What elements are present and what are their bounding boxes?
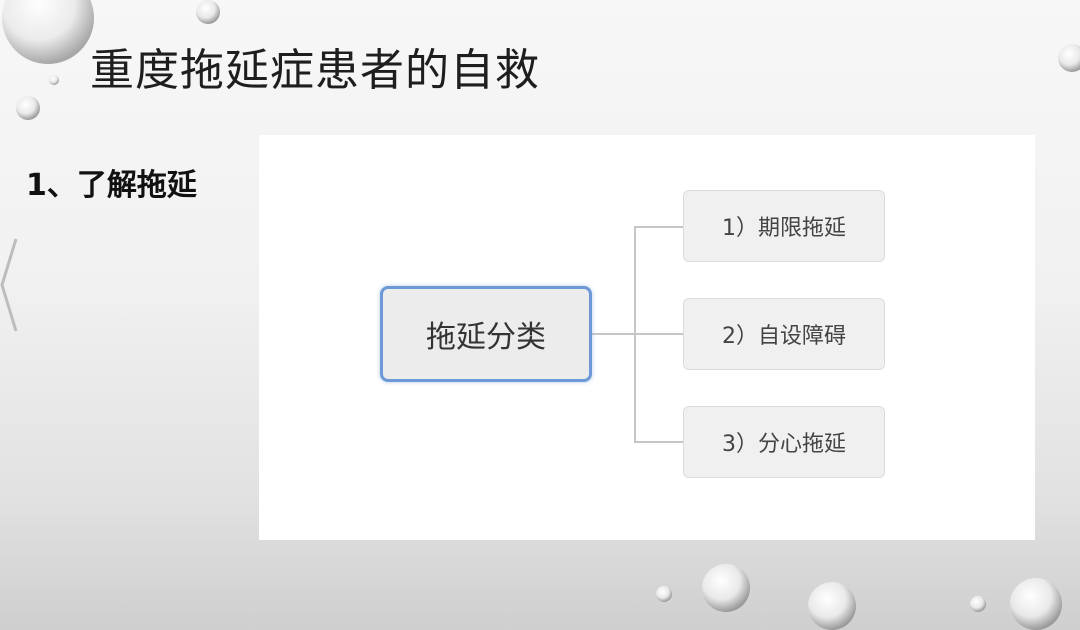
child-node-2: 2）自设障碍 bbox=[683, 298, 885, 370]
section-heading: 1、了解拖延 bbox=[26, 168, 197, 203]
connector-child-1 bbox=[634, 226, 683, 228]
child-node-1: 1）期限拖延 bbox=[683, 190, 885, 262]
connector-root bbox=[592, 333, 634, 335]
chevron-left-icon[interactable] bbox=[0, 235, 22, 335]
connector-child-2 bbox=[634, 333, 683, 335]
child-node-3: 3）分心拖延 bbox=[683, 406, 885, 478]
slide-title: 重度拖延症患者的自救 bbox=[90, 45, 540, 96]
diagram-panel bbox=[259, 135, 1035, 540]
root-node: 拖延分类 bbox=[380, 286, 592, 382]
connector-child-3 bbox=[634, 441, 683, 443]
